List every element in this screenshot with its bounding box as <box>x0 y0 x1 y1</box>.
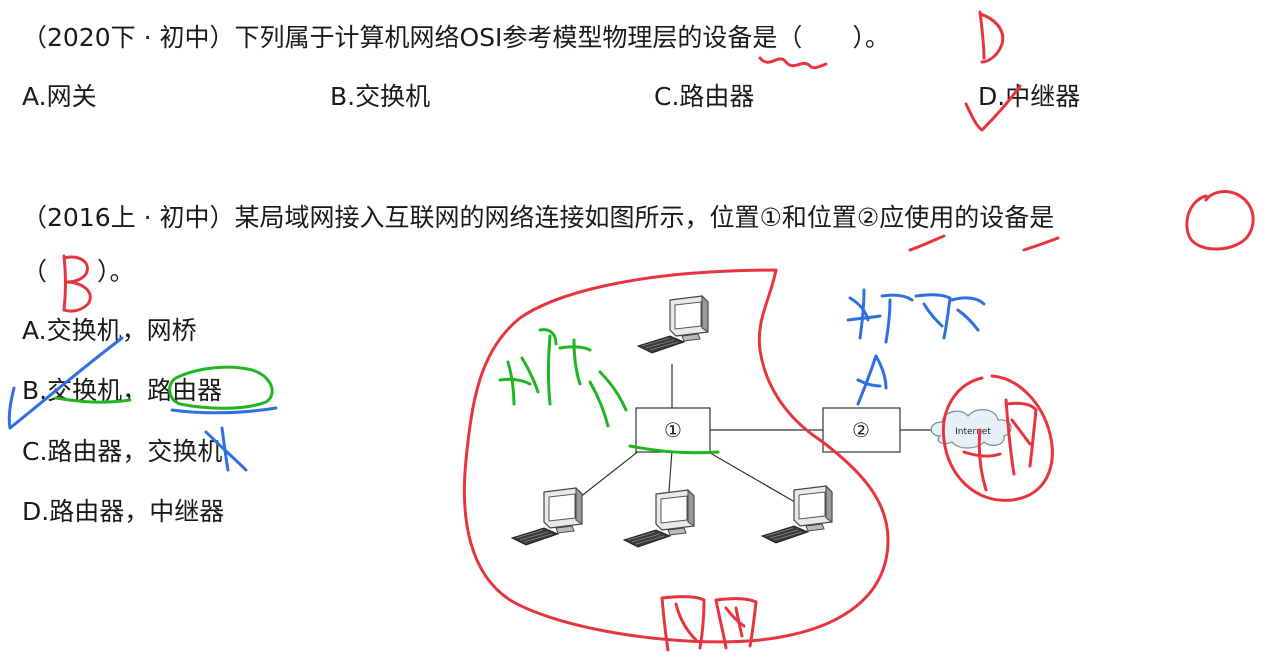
q2-option-c: C.路由器，交换机 <box>22 437 223 466</box>
q1-option-c: C.路由器 <box>654 82 755 111</box>
q2-option-d: D.路由器，中继器 <box>22 497 225 526</box>
question-1-stem: （2020下 · 初中）下列属于计算机网络OSI参考模型物理层的设备是（ ）。 <box>22 23 890 52</box>
link-right-pc <box>704 449 801 506</box>
internet-label: Internet <box>955 427 991 437</box>
node-1-label: ① <box>664 418 682 442</box>
q1-option-b: B.交换机 <box>330 82 431 111</box>
computer-top-icon <box>637 295 709 354</box>
computer-left-icon <box>511 487 583 546</box>
question-2-stem-line1: （2016上 · 初中）某局域网接入互联网的网络连接如图所示，位置①和位置②应使… <box>22 203 1055 232</box>
q1-option-a: A.网关 <box>22 82 97 111</box>
computer-middle-icon <box>623 489 695 548</box>
computer-right-icon <box>761 485 833 544</box>
node-2-label: ② <box>852 418 870 442</box>
